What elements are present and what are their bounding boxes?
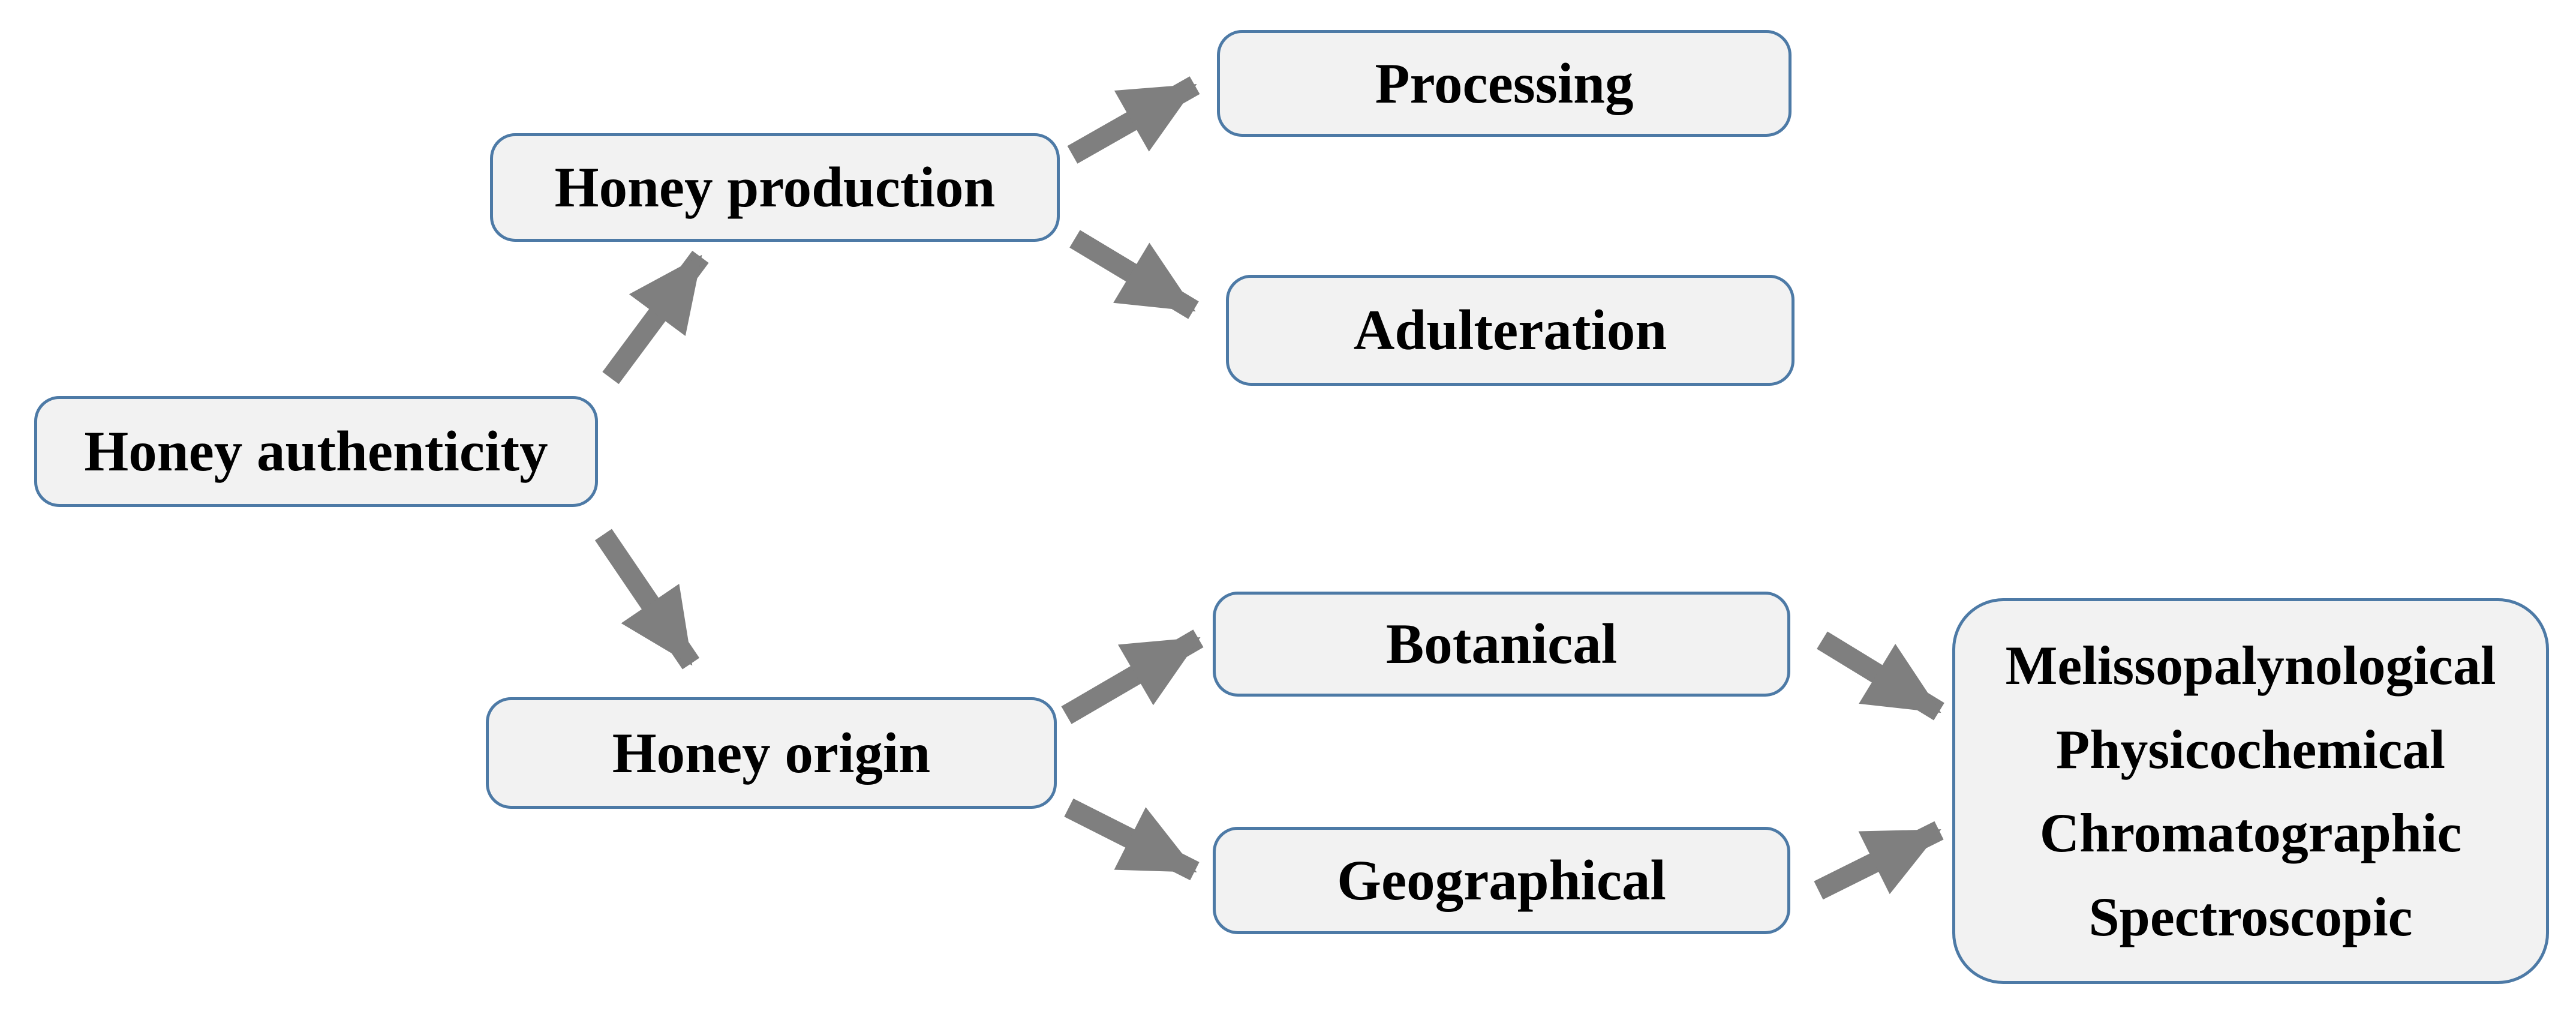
node-honey-origin: Honey origin [486,697,1057,809]
method-line-physicochemical: Physicochemical [2056,718,2445,780]
node-geographical: Geographical [1213,827,1790,934]
method-line-melissopalynological: Melissopalynological [2005,635,2496,697]
node-adulteration-label: Adulteration [1353,298,1667,362]
arrow-production-to-processing [1067,76,1200,164]
node-processing: Processing [1217,30,1792,137]
node-adulteration: Adulteration [1226,275,1795,386]
node-honey-authenticity-label: Honey authenticity [84,419,548,483]
arrow-authenticity-to-production [602,250,709,385]
node-botanical: Botanical [1213,592,1790,697]
node-geographical-label: Geographical [1337,848,1666,912]
arrow-authenticity-to-origin [594,529,700,670]
arrow-botanical-to-methods [1817,631,1944,721]
node-honey-production-label: Honey production [554,155,996,219]
node-analysis-methods: Melissopalynological Physicochemical Chr… [1952,598,2549,984]
node-processing-label: Processing [1375,51,1634,115]
arrow-production-to-adulteration [1069,230,1199,319]
node-honey-origin-label: Honey origin [612,721,931,785]
method-line-spectroscopic: Spectroscopic [2088,886,2413,947]
node-honey-production: Honey production [490,133,1060,242]
node-botanical-label: Botanical [1385,612,1618,676]
arrow-geographical-to-methods [1814,821,1944,900]
arrow-origin-to-geographical [1064,798,1200,881]
method-line-chromatographic: Chromatographic [2039,802,2462,864]
arrow-origin-to-botanical [1061,629,1204,724]
node-honey-authenticity: Honey authenticity [34,396,598,507]
